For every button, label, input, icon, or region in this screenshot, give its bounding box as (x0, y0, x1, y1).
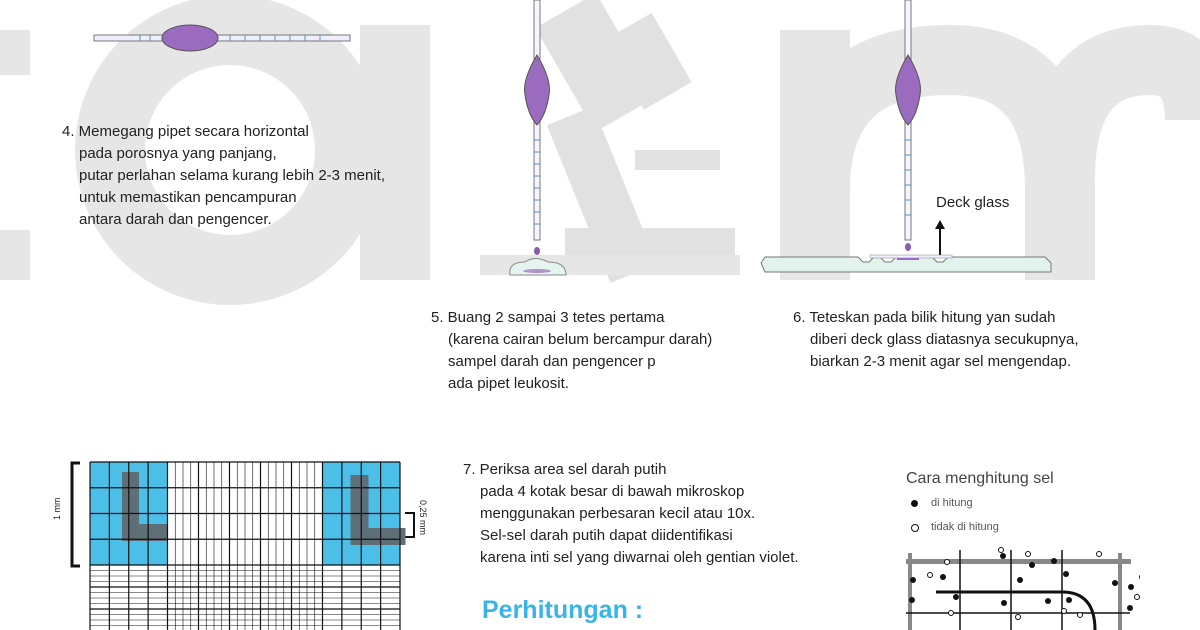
step-4-text: 4. Memegang pipet secara horizontal pada… (62, 121, 385, 231)
empty-dot-icon (911, 524, 919, 532)
quarter-mm-label: 0,25 mm (418, 500, 428, 536)
step-7-line: pada 4 kotak besar di bawah mikroskop (480, 483, 745, 500)
l-shape-marker (122, 472, 167, 541)
horizontal-pipette-illustration (93, 24, 351, 52)
perhitungan-heading: Perhitungan : (482, 596, 644, 624)
step-7-text: 7. Periksa area sel darah putih pada 4 k… (463, 459, 799, 569)
step-7-line: karena inti sel yang diwarnai oleh genti… (480, 549, 799, 566)
counting-legend-title: Cara menghitung sel (906, 470, 1054, 487)
counted-label: di hitung (931, 497, 973, 509)
step-6-text: 6. Teteskan pada bilik hitung yan sudah … (793, 307, 1079, 373)
step-4-line: 4. Memegang pipet secara horizontal (62, 123, 309, 140)
step-4-line: pada porosnya yang panjang, (79, 145, 277, 162)
step-6-line: biarkan 2-3 menit agar sel mengendap. (810, 353, 1071, 370)
not-counted-label: tidak di hitung (931, 521, 999, 533)
step-5-text: 5. Buang 2 sampai 3 tetes pertama (karen… (431, 307, 712, 395)
counting-chamber-with-deck-glass (760, 0, 1052, 273)
step-5-line: sampel darah dan pengencer p (448, 353, 656, 370)
step-4-line: antara darah dan pengencer. (79, 211, 272, 228)
step-4-line: putar perlahan selama kurang lebih 2-3 m… (79, 167, 386, 184)
hemocytometer-grid (70, 461, 415, 630)
step-4-line: untuk memastikan pencampuran (79, 189, 297, 206)
step-5-line: (karena cairan belum bercampur darah) (448, 331, 713, 348)
filled-dot-icon (911, 500, 918, 507)
vertical-pipette-with-drop (509, 0, 567, 276)
one-mm-label: 1 mm (52, 497, 62, 521)
deck-glass-label: Deck glass (936, 194, 1010, 211)
step-5-line: ada pipet leukosit. (448, 375, 569, 392)
step-7-line: 7. Periksa area sel darah putih (463, 461, 667, 478)
step-7-line: menggunakan perbesaran kecil atau 10x. (480, 505, 756, 522)
step-6-line: diberi deck glass diatasnya secukupnya, (810, 331, 1079, 348)
l-shape-marker (350, 475, 406, 545)
step-7-line: Sel-sel darah putih dapat diidentifikasi (480, 527, 733, 544)
cell-counting-diagram (906, 547, 1140, 630)
step-5-line: 5. Buang 2 sampai 3 tetes pertama (431, 309, 665, 326)
step-6-line: 6. Teteskan pada bilik hitung yan sudah (793, 309, 1056, 326)
